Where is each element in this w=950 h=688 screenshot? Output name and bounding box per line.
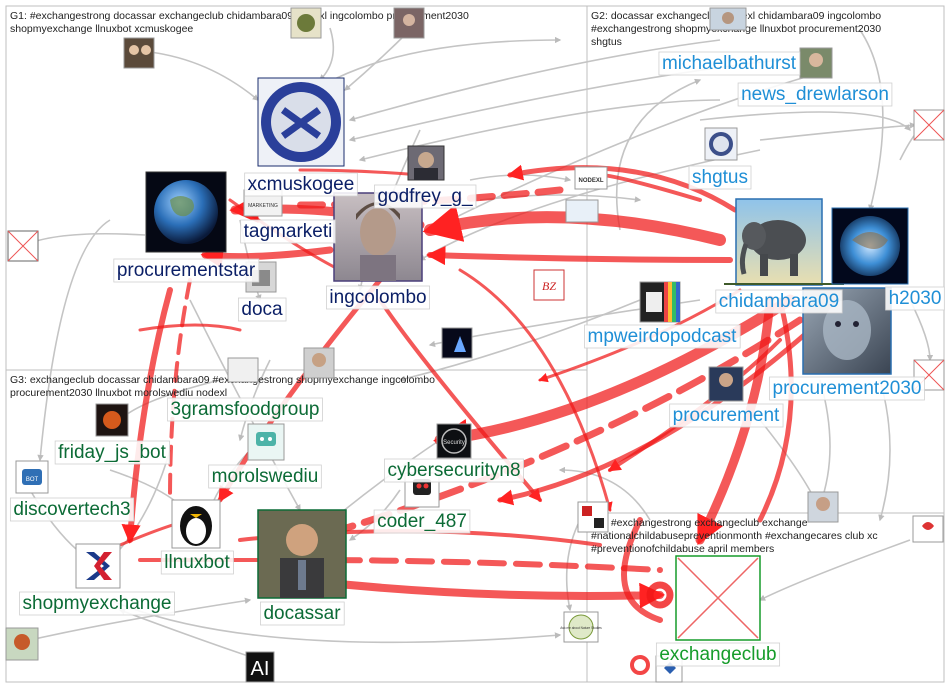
vertex-label-docassar[interactable]: docassar (260, 602, 344, 625)
svg-text:Security: Security (443, 440, 465, 446)
nature-studies-text: Ask me about Nature Studies (560, 626, 602, 630)
vertex-label-morolswediu[interactable]: morolswediu (209, 465, 322, 488)
vertex-label-procurement2030[interactable]: procurement2030 (770, 377, 925, 400)
avatar-small-g3b[interactable] (6, 628, 38, 660)
person-icon[interactable] (408, 146, 444, 180)
vertex-label-text: shgtus (692, 167, 748, 188)
podcast-icon[interactable] (640, 282, 680, 322)
vertex-label-3gramsfoodgroup[interactable]: 3gramsfoodgroup (168, 398, 323, 421)
security-icon[interactable]: Security (437, 424, 471, 458)
vertex-label-text: shopmyexchange (23, 593, 172, 614)
seal-icon[interactable] (705, 128, 737, 160)
vertex-label-procurementstar[interactable]: procurementstar (114, 259, 259, 282)
vertex-label-cybersecurityn8[interactable]: cybersecurityn8 (384, 459, 523, 482)
elephant-icon[interactable] (724, 199, 844, 285)
vertex-label-text: h2030 (889, 288, 942, 309)
vertex-label-text: procurementstar (117, 260, 256, 281)
bot-icon[interactable]: BOT (16, 461, 48, 493)
marketing-logo-text: MARKETING (248, 203, 278, 209)
ai-icon[interactable]: AI (246, 652, 274, 682)
caption-g1-line2: shopmyexchange llnuxbot xcmuskogee (10, 23, 193, 35)
vertex-label-text: 3gramsfoodgroup (171, 399, 320, 420)
vertex-label-text: cybersecurityn8 (387, 460, 520, 481)
vertex-label-text: xcmuskogee (248, 174, 355, 195)
vertex-label-text: chidambara09 (719, 291, 839, 312)
vertex-label-shgtus[interactable]: shgtus (689, 166, 751, 189)
vertex-label-michaelbathurst[interactable]: michaelbathurst (659, 52, 800, 75)
nature-studies-icon[interactable]: Ask me about Nature Studies (560, 612, 602, 642)
vertex-label-text: michaelbathurst (662, 53, 797, 74)
avatar-small-g2[interactable] (808, 492, 838, 522)
person-icon[interactable] (709, 367, 743, 401)
vertex-label-discovertech3[interactable]: discovertech3 (10, 498, 133, 521)
avatar-michaelbathurst[interactable] (710, 8, 746, 30)
vertex-label-doca[interactable]: doca (238, 298, 286, 321)
caption-g4-line3: #preventionofchildabuse april members (591, 543, 774, 555)
vertex-label-text: procurement (673, 405, 780, 426)
vertex-label-text: procurement2030 (773, 378, 922, 399)
caption-g4-line1: G4: #exchangestrong exchangeclub exchang… (591, 517, 808, 529)
avatar-3gramsfoodgroup[interactable] (96, 404, 128, 436)
vertex-label-text: llnuxbot (164, 552, 230, 573)
vertex-label-text: coder_487 (377, 511, 467, 532)
vertex-label-procurement[interactable]: procurement (670, 404, 783, 427)
avatar-small-g1c[interactable] (304, 348, 334, 378)
vertex-label-mpweirdopodcast[interactable]: mpweirdopodcast (585, 325, 741, 348)
vertex-label-text: mpweirdopodcast (588, 326, 738, 347)
vertex-label-text: docassar (263, 603, 341, 624)
caption-g3-line1: G3: exchangeclub docassar chidambara09 #… (10, 374, 435, 386)
svg-text:BOT: BOT (26, 477, 39, 483)
bz-logo-text: BZ (542, 279, 556, 293)
seal-icon[interactable] (258, 78, 344, 166)
caption-g3-line2: procurement2030 llnuxbot morolswediu nod… (10, 387, 227, 399)
vertex-label-exchangeclub[interactable]: exchangeclub (656, 643, 779, 666)
vertex-label-coder_487[interactable]: coder_487 (374, 510, 470, 533)
penguin-icon[interactable] (172, 500, 220, 548)
vertex-label-text: godfrey_g_ (377, 186, 473, 207)
vertex-label-xcmuskogee[interactable]: xcmuskogee (245, 173, 358, 196)
vertex-label-chidambara09[interactable]: chidambara09 (716, 290, 842, 313)
ai-logo-text: AI (251, 658, 270, 680)
broken-image-icon[interactable] (914, 110, 944, 140)
avatar-small-top1[interactable] (291, 8, 321, 38)
vertex-label-news_drewlarson[interactable]: news_drewlarson (738, 83, 892, 106)
vertex-label-text: tagmarketi (244, 221, 333, 242)
earth-icon[interactable] (146, 172, 226, 252)
vertex-label-friday_js_bot[interactable]: friday_js_bot (55, 441, 169, 464)
vertex-label-godfrey_g_[interactable]: godfrey_g_ (374, 185, 476, 208)
caption-g2-line3: shgtus (591, 36, 622, 48)
portrait-icon[interactable] (258, 510, 346, 598)
avatar-small-g1d[interactable] (442, 328, 472, 358)
avatar-small-g3a[interactable] (578, 502, 608, 532)
vertex-label-ingcolombo[interactable]: ingcolombo (326, 286, 429, 309)
avatar-small-g4[interactable] (913, 516, 943, 542)
broken-image-icon[interactable] (676, 556, 760, 640)
vertex-label-text: friday_js_bot (58, 442, 166, 463)
broken-image-icon[interactable] (8, 231, 38, 261)
nodexl-logo-text: NODEXL (578, 178, 603, 184)
vertex-label-text: ingcolombo (329, 287, 426, 308)
vertex-label-shopmyexchange[interactable]: shopmyexchange (20, 592, 175, 615)
bz-icon[interactable]: BZ (534, 270, 564, 300)
avatar-news-drewlarson[interactable] (800, 48, 832, 78)
caption-g4-line2: #nationalchildabusepreventionmonth #exch… (591, 530, 878, 542)
vertex-label-llnuxbot[interactable]: llnuxbot (161, 551, 233, 574)
vertex-label-text: news_drewlarson (741, 84, 889, 105)
vertex-label-text: discovertech3 (13, 499, 130, 520)
x-logo-icon[interactable] (76, 544, 120, 588)
vertex-label-text: exchangeclub (659, 644, 776, 665)
globe-icon[interactable] (832, 208, 908, 284)
avatar-small-g1b[interactable] (228, 358, 258, 382)
robot-icon[interactable] (248, 424, 284, 460)
vertex-label-text: morolswediu (212, 466, 319, 487)
vertex-label-text: doca (241, 299, 283, 320)
avatar-small-g1[interactable] (124, 38, 154, 68)
vertex-label-tagmarketi[interactable]: tagmarketi (241, 220, 336, 243)
avatar-small-top2[interactable] (394, 8, 424, 38)
vertex-label-h2030[interactable]: h2030 (886, 287, 945, 310)
